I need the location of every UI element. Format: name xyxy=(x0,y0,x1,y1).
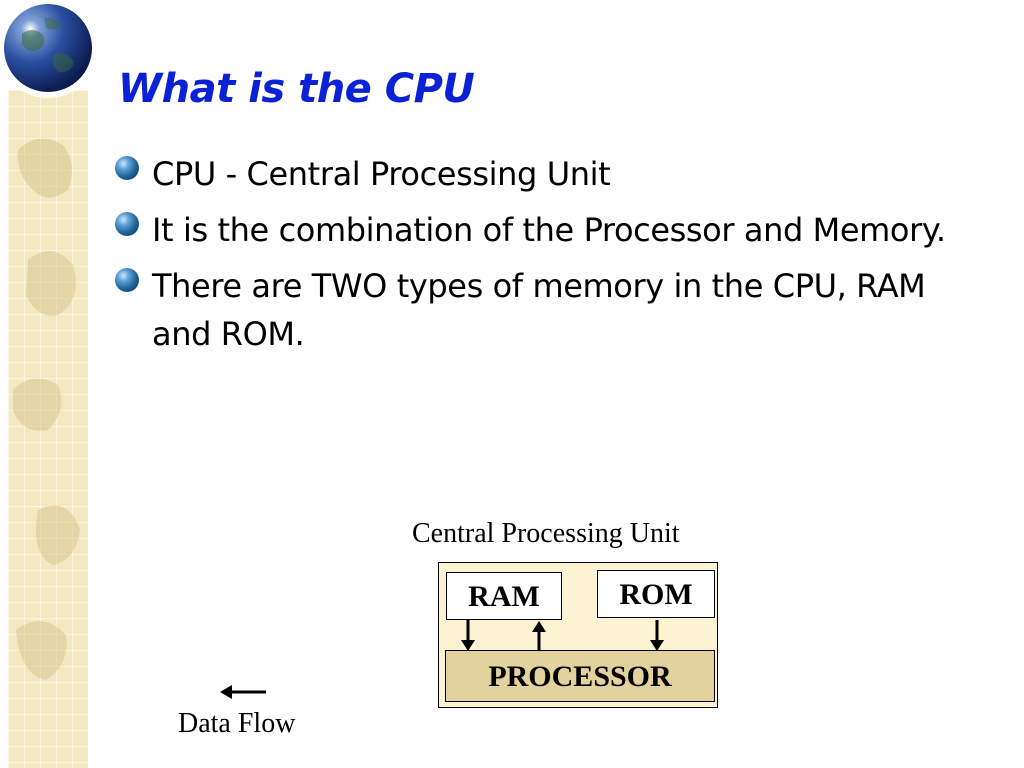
bullet-text: There are TWO types of memory in the CPU… xyxy=(152,267,926,353)
slide-title: What is the CPU xyxy=(118,66,475,112)
data-flow-arrows xyxy=(461,620,664,651)
rom-box: ROM xyxy=(597,570,715,618)
bullet-item: There are TWO types of memory in the CPU… xyxy=(110,262,990,358)
ram-to-processor-arrow xyxy=(461,620,475,651)
map-texture xyxy=(13,138,80,680)
bullet-text: It is the combination of the Processor a… xyxy=(152,211,946,249)
ram-box: RAM xyxy=(446,572,562,620)
decorative-map-strip xyxy=(8,90,88,768)
globe-icon xyxy=(4,4,92,92)
sphere-bullet-icon xyxy=(115,156,139,180)
processor-box: PROCESSOR xyxy=(445,650,715,702)
sphere-bullet-icon xyxy=(115,268,139,292)
bullet-list: CPU - Central Processing Unit It is the … xyxy=(110,150,990,366)
processor-to-ram-arrow xyxy=(532,621,546,651)
bullet-item: It is the combination of the Processor a… xyxy=(110,206,990,254)
diagram-title: Central Processing Unit xyxy=(412,518,680,549)
arrow-left-icon xyxy=(220,685,266,699)
bullet-text: CPU - Central Processing Unit xyxy=(152,155,611,193)
bullet-item: CPU - Central Processing Unit xyxy=(110,150,990,198)
legend-label: Data Flow xyxy=(178,708,296,739)
sphere-bullet-icon xyxy=(115,212,139,236)
rom-to-processor-arrow xyxy=(650,620,664,651)
